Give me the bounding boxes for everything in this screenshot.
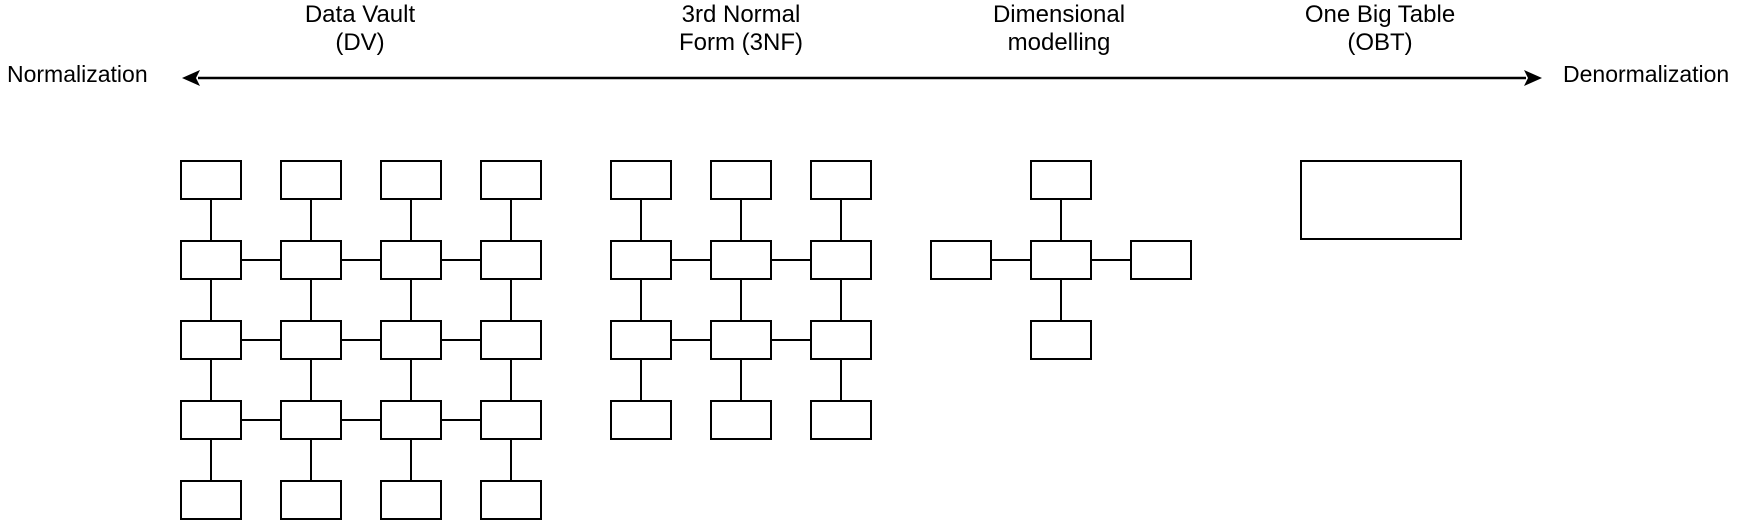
connector-line	[342, 259, 380, 261]
entity-box	[480, 160, 542, 200]
normalization-label: Normalization	[7, 61, 148, 87]
connector-line	[840, 280, 842, 320]
entity-box	[810, 320, 872, 360]
entity-box	[180, 240, 242, 280]
connector-line	[342, 419, 380, 421]
connector-line	[510, 200, 512, 240]
entity-box	[610, 160, 672, 200]
one-big-table-label-line2: (OBT)	[1347, 29, 1413, 56]
entity-box	[710, 400, 772, 440]
entity-box	[280, 160, 342, 200]
entity-box	[380, 480, 442, 520]
entity-box	[280, 320, 342, 360]
connector-line	[510, 280, 512, 320]
connector-line	[210, 280, 212, 320]
connector-line	[442, 339, 480, 341]
entity-box	[710, 160, 772, 200]
entity-box	[280, 400, 342, 440]
entity-box	[810, 240, 872, 280]
entity-box	[610, 240, 672, 280]
connector-line	[772, 259, 810, 261]
connector-line	[310, 440, 312, 480]
connector-line	[640, 360, 642, 400]
entity-box	[480, 320, 542, 360]
connector-line	[210, 360, 212, 400]
entity-box	[380, 400, 442, 440]
entity-box	[1300, 160, 1462, 240]
third-normal-form-label-line2: Form (3NF)	[679, 29, 803, 56]
connector-line	[310, 280, 312, 320]
connector-line	[740, 200, 742, 240]
connector-line	[510, 360, 512, 400]
entity-box	[180, 480, 242, 520]
connector-line	[310, 360, 312, 400]
connector-line	[442, 419, 480, 421]
connector-line	[510, 440, 512, 480]
connector-line	[410, 200, 412, 240]
connector-line	[640, 280, 642, 320]
entity-box	[180, 400, 242, 440]
connector-line	[672, 339, 710, 341]
connector-line	[242, 259, 280, 261]
entity-box	[1030, 240, 1092, 280]
entity-box	[810, 400, 872, 440]
connector-line	[740, 280, 742, 320]
entity-box	[610, 320, 672, 360]
connector-line	[410, 440, 412, 480]
entity-box	[1030, 160, 1092, 200]
dimensional-modelling-label-line1: Dimensional	[992, 1, 1126, 28]
connector-line	[640, 200, 642, 240]
entity-box	[610, 400, 672, 440]
arrow-head-right	[1524, 70, 1542, 86]
connector-line	[992, 259, 1030, 261]
connector-line	[672, 259, 710, 261]
spectrum-arrow	[182, 70, 1542, 86]
connector-line	[740, 360, 742, 400]
connector-line	[242, 419, 280, 421]
entity-box	[710, 320, 772, 360]
entity-box	[480, 400, 542, 440]
dimensional-modelling-label-line2: modelling	[1007, 29, 1111, 56]
connector-line	[772, 339, 810, 341]
dimensional-modelling-label: Dimensional modelling	[993, 1, 1125, 57]
entity-box	[480, 480, 542, 520]
arrow-head-left	[182, 70, 200, 86]
connector-line	[210, 200, 212, 240]
entity-box	[480, 240, 542, 280]
entity-box	[1130, 240, 1192, 280]
entity-box	[380, 320, 442, 360]
third-normal-form-label-line1: 3rd Normal	[681, 1, 801, 28]
connector-line	[410, 280, 412, 320]
entity-box	[280, 480, 342, 520]
entity-box	[710, 240, 772, 280]
connector-line	[840, 360, 842, 400]
connector-line	[442, 259, 480, 261]
entity-box	[280, 240, 342, 280]
connector-line	[1092, 259, 1130, 261]
entity-box	[180, 160, 242, 200]
connector-line	[310, 200, 312, 240]
one-big-table-label: One Big Table (OBT)	[1305, 1, 1455, 57]
connector-line	[1060, 280, 1062, 320]
entity-box	[380, 160, 442, 200]
data-vault-label-line1: Data Vault	[304, 1, 416, 28]
entity-box	[930, 240, 992, 280]
entity-box	[180, 320, 242, 360]
connector-line	[840, 200, 842, 240]
connector-line	[210, 440, 212, 480]
data-vault-label-line2: (DV)	[335, 29, 385, 56]
entity-box	[380, 240, 442, 280]
connector-line	[342, 339, 380, 341]
connector-line	[242, 339, 280, 341]
third-normal-form-label: 3rd Normal Form (3NF)	[679, 1, 803, 57]
data-vault-label: Data Vault (DV)	[305, 1, 415, 57]
entity-box	[1030, 320, 1092, 360]
connector-line	[1060, 200, 1062, 240]
connector-line	[410, 360, 412, 400]
entity-box	[810, 160, 872, 200]
denormalization-label: Denormalization	[1563, 61, 1730, 87]
one-big-table-label-line1: One Big Table	[1304, 1, 1456, 28]
